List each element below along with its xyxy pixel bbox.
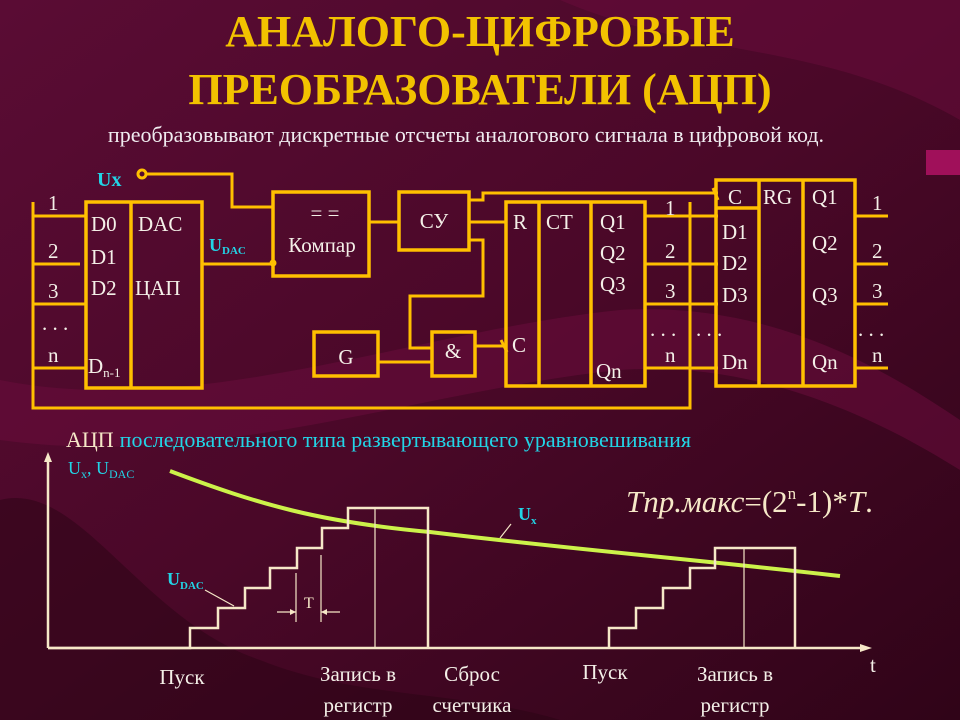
udac-leader-line bbox=[204, 589, 235, 607]
register-out-3: 3 bbox=[872, 279, 883, 303]
register-name: RG bbox=[763, 185, 792, 209]
background-accent bbox=[926, 150, 960, 175]
and-gate-box bbox=[430, 330, 477, 378]
input-number-n: n bbox=[48, 343, 59, 367]
ux-leader-line bbox=[499, 523, 512, 539]
generator-box bbox=[312, 330, 380, 378]
register-d1: D1 bbox=[722, 220, 748, 244]
udac-staircase-1 bbox=[48, 506, 430, 650]
counter-name: CT bbox=[546, 210, 573, 234]
register-q2: Q2 bbox=[812, 231, 838, 255]
background-wave bbox=[0, 498, 560, 720]
comparator-name: Компар bbox=[288, 233, 355, 257]
bus-ellipsis: . . . bbox=[696, 317, 722, 341]
ux-terminal-icon bbox=[136, 168, 148, 180]
register-d3: D3 bbox=[722, 283, 748, 307]
input-number-3: 3 bbox=[48, 279, 59, 303]
event-register-write-1-line2: регистр bbox=[324, 693, 393, 717]
x-axis-arrow-icon bbox=[860, 644, 872, 652]
title-line-1: АНАЛОГО-ЦИФРОВЫЕ bbox=[225, 7, 735, 56]
counter-qn: Qn bbox=[596, 359, 622, 383]
counter-out-3: 3 bbox=[665, 279, 676, 303]
background-wave bbox=[560, 0, 960, 120]
ux-chart-label: Ux bbox=[518, 504, 537, 527]
event-register-write-2-line2: регистр bbox=[701, 693, 770, 717]
dac-input-d0: D0 bbox=[91, 212, 117, 236]
event-start-2: Пуск bbox=[582, 660, 628, 684]
title-line-2: ПРЕОБРАЗОВАТЕЛИ (АЦП) bbox=[188, 65, 771, 114]
generator-label: G bbox=[338, 345, 353, 369]
input-number-1: 1 bbox=[48, 191, 59, 215]
subtitle: преобразовывают дискретные отсчеты анало… bbox=[108, 122, 824, 147]
counter-q2: Q2 bbox=[600, 241, 626, 265]
background-wave bbox=[0, 309, 960, 470]
dac-name: DAC bbox=[138, 212, 182, 236]
ux-wire bbox=[147, 172, 273, 209]
circuit-diagram: Ux 1 2 3 . . . n D0 D1 D2 Dn-1 DAC ЦАП U… bbox=[31, 168, 888, 410]
register-q1: Q1 bbox=[812, 185, 838, 209]
dac-input-dn-1: Dn-1 bbox=[88, 354, 121, 380]
x-axis-label: t bbox=[870, 653, 876, 677]
dac-input-d1: D1 bbox=[91, 245, 117, 269]
ux-label: Ux bbox=[97, 169, 121, 191]
counter-out-ellipsis: . . . bbox=[650, 317, 676, 341]
udac-label: UDAC bbox=[209, 235, 246, 257]
register-q3: Q3 bbox=[812, 283, 838, 307]
dac-input-d2: D2 bbox=[91, 276, 117, 300]
register-out-1: 1 bbox=[872, 191, 883, 215]
input-ellipsis: . . . bbox=[42, 311, 68, 335]
register-out-n: n bbox=[872, 343, 883, 367]
comparator-box bbox=[271, 190, 371, 278]
register-dn: Dn bbox=[722, 350, 748, 374]
control-label: СУ bbox=[420, 209, 449, 233]
event-start-1: Пуск bbox=[159, 665, 205, 689]
event-register-write-1: Запись в bbox=[320, 662, 396, 686]
counter-out-n: n bbox=[665, 343, 676, 367]
register-clock-wire bbox=[469, 191, 718, 202]
and-gate-label: & bbox=[445, 339, 461, 363]
counter-q1: Q1 bbox=[600, 210, 626, 234]
ux-curve bbox=[169, 469, 841, 578]
dac-box bbox=[84, 200, 204, 390]
counter-r: R bbox=[513, 210, 527, 234]
udac-staircase-2 bbox=[607, 546, 797, 648]
register-out-ellipsis: . . . bbox=[858, 317, 884, 341]
y-axis-arrow-icon bbox=[44, 452, 52, 462]
period-label: T bbox=[304, 595, 314, 612]
counter-box bbox=[504, 200, 647, 388]
comparator-symbol: = = bbox=[311, 201, 340, 225]
register-c: C bbox=[728, 185, 742, 209]
event-register-write-2: Запись в bbox=[697, 662, 773, 686]
register-box bbox=[714, 178, 857, 388]
conversion-time-formula: Tпр.макс=(2n-1)*T. bbox=[626, 484, 873, 519]
counter-output-wires bbox=[645, 214, 718, 370]
counter-c: C bbox=[512, 333, 526, 357]
event-counter-reset-line2: счетчика bbox=[433, 693, 513, 717]
counter-out-1: 1 bbox=[665, 196, 676, 220]
register-out-2: 2 bbox=[872, 239, 883, 263]
counter-out-2: 2 bbox=[665, 239, 676, 263]
register-output-wires bbox=[855, 214, 888, 370]
input-number-2: 2 bbox=[48, 239, 59, 263]
dac-name-ru: ЦАП bbox=[135, 276, 181, 300]
register-qn: Qn bbox=[812, 350, 838, 374]
y-axis-label: Ux, UDAC bbox=[68, 458, 134, 481]
gate-enable-wire bbox=[408, 238, 485, 350]
udac-chart-label: UDAC bbox=[167, 569, 204, 592]
dac-input-wires bbox=[33, 214, 86, 370]
counter-q3: Q3 bbox=[600, 272, 626, 296]
event-counter-reset: Сброс bbox=[444, 662, 500, 686]
register-d2: D2 bbox=[722, 251, 748, 275]
